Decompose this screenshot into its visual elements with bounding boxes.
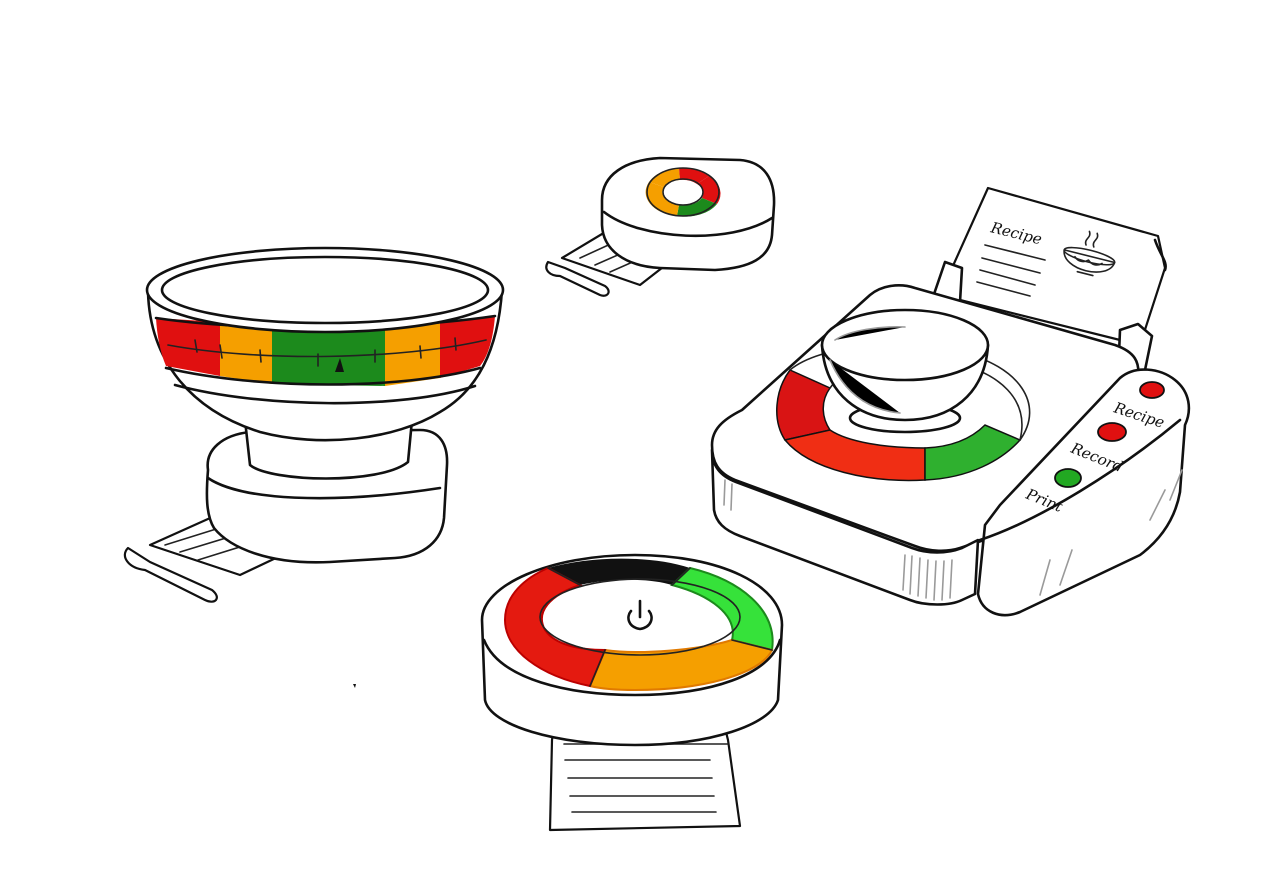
ring-scale-ring	[503, 558, 774, 692]
gauge-segment-red-left	[156, 318, 220, 376]
gauge-segment-orange-right	[385, 322, 440, 386]
recipe-scale-bowl	[820, 308, 990, 434]
panel-shading	[1039, 469, 1183, 596]
bowl-rim	[145, 246, 505, 334]
ring-scale	[353, 553, 784, 832]
ring-segment-orange-top	[649, 168, 680, 187]
gauge-segment-orange-left	[220, 322, 272, 384]
ring-segment-green	[677, 198, 717, 217]
ring-segment-black	[548, 558, 690, 585]
mini-scale-ring	[645, 167, 721, 217]
recipe-paper: Recipe	[950, 186, 1167, 347]
bowl-scale	[123, 246, 505, 603]
recipe-scale-button-panel	[976, 368, 1191, 617]
power-icon[interactable]	[627, 599, 653, 631]
gauge-segment-red-right	[440, 316, 495, 378]
print-button-light[interactable]	[1054, 468, 1082, 488]
gauge-segment-green	[272, 324, 385, 386]
mini-printer-scale	[545, 156, 776, 297]
ring-segment-red-right	[697, 176, 721, 204]
bowl-gauge	[154, 314, 497, 386]
recipe-button-light[interactable]	[1139, 381, 1165, 399]
ring-segment-orange	[588, 638, 774, 692]
record-button-light[interactable]	[1097, 422, 1127, 442]
soup-bowl-icon	[1063, 230, 1116, 277]
recipe-scale: Recipe	[710, 186, 1191, 617]
ring-scale-body	[480, 553, 784, 747]
recipe-scale-shading	[723, 479, 953, 601]
ring-segment-orange-bottom	[645, 182, 679, 216]
recipe-scale-arc	[776, 344, 1031, 482]
